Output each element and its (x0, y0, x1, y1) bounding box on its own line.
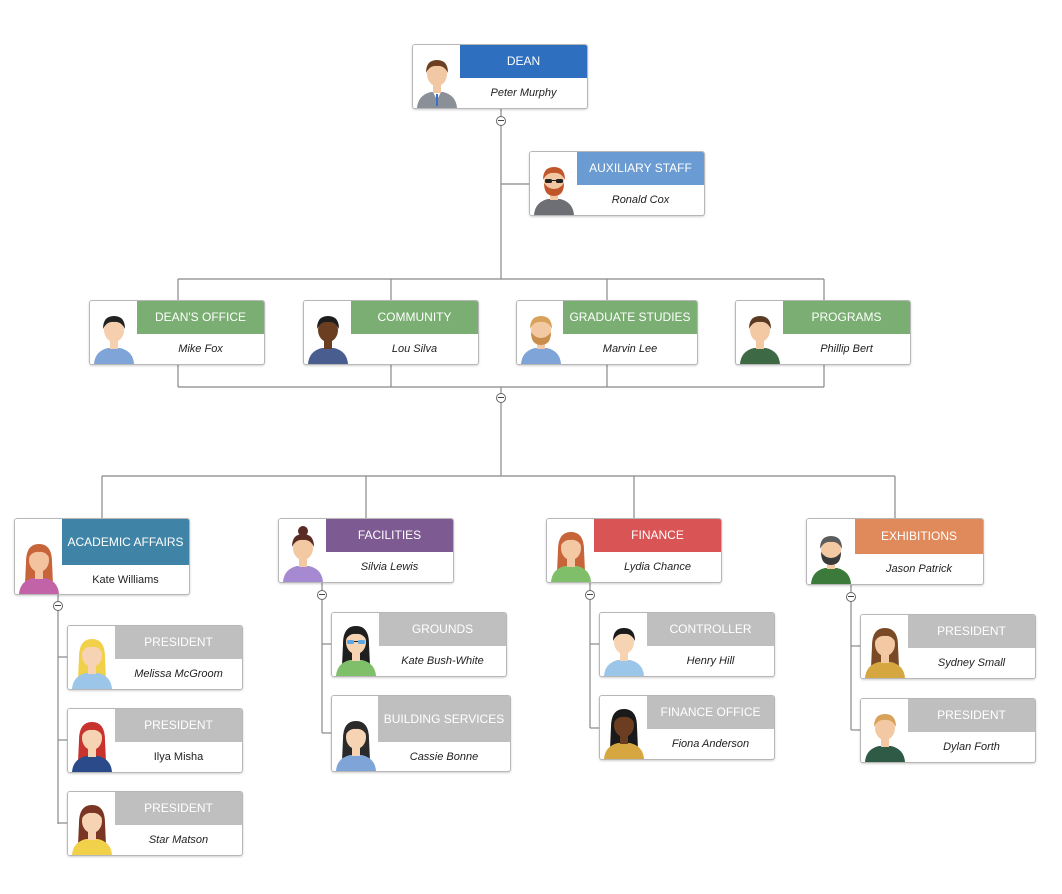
brunette-woman-icon (861, 615, 909, 678)
node-person-name: Sydney Small (937, 657, 1006, 669)
node-title: PRESIDENT (115, 792, 242, 825)
collapse-exhibitions-button[interactable] (846, 592, 856, 602)
node-finance[interactable]: FINANCE Lydia Chance (546, 518, 722, 583)
long-dark-hair-woman-icon (332, 696, 380, 771)
node-person-name: Henry Hill (686, 655, 735, 667)
node-exhibitions[interactable]: EXHIBITIONS Jason Patrick (806, 518, 984, 585)
node-president-2[interactable]: PRESIDENT Ilya Misha (67, 708, 243, 773)
grey-bearded-man-icon (807, 519, 855, 584)
node-title: FINANCE (594, 519, 721, 552)
node-title: COMMUNITY (351, 301, 478, 334)
node-title: FINANCE OFFICE (647, 696, 774, 729)
blond-man-icon (861, 699, 909, 762)
node-person-name: Silvia Lewis (360, 561, 419, 573)
node-person-name: Fiona Anderson (671, 738, 750, 750)
node-title: PRESIDENT (115, 626, 242, 659)
node-facilities[interactable]: FACILITIES Silvia Lewis (278, 518, 454, 583)
node-person-name: Cassie Bonne (409, 750, 479, 763)
node-person-name: Peter Murphy (490, 87, 557, 99)
node-finance-office[interactable]: FINANCE OFFICE Fiona Anderson (599, 695, 775, 760)
node-president-3[interactable]: PRESIDENT Star Matson (67, 791, 243, 856)
node-grounds[interactable]: GROUNDS Kate Bush-White (331, 612, 507, 677)
node-person-name: Lydia Chance (623, 561, 692, 573)
collapse-finance-button[interactable] (585, 590, 595, 600)
red-hair-woman-icon (68, 709, 116, 772)
node-title: PROGRAMS (783, 301, 910, 334)
node-title: GRADUATE STUDIES (563, 301, 697, 334)
node-title: PRESIDENT (908, 699, 1035, 732)
node-graduate-studies[interactable]: GRADUATE STUDIES Marvin Lee (516, 300, 698, 365)
collapse-offices-button[interactable] (496, 393, 506, 403)
node-person-name: Lou Silva (391, 343, 438, 355)
black-hair-woman-icon (600, 613, 648, 676)
auburn-hair-woman-icon (68, 792, 116, 855)
collapse-facilities-button[interactable] (317, 590, 327, 600)
node-person-name: Dylan Forth (943, 741, 1000, 753)
node-deans-office[interactable]: DEAN'S OFFICE Mike Fox (89, 300, 265, 365)
node-title: CONTROLLER (647, 613, 774, 646)
brown-hair-man-icon (736, 301, 784, 364)
node-building-services[interactable]: BUILDING SERVICES Cassie Bonne (331, 695, 511, 772)
dark-skin-man-icon (304, 301, 352, 364)
node-person-name: Kate Williams (92, 573, 159, 586)
node-community[interactable]: COMMUNITY Lou Silva (303, 300, 479, 365)
redhead-woman-icon (15, 519, 63, 594)
node-person-name: Melissa McGroom (134, 668, 223, 680)
dark-skin-woman-icon (600, 696, 648, 759)
collapse-academic-affairs-button[interactable] (53, 601, 63, 611)
node-person-name: Marvin Lee (602, 343, 658, 355)
node-title: BUILDING SERVICES (378, 696, 510, 742)
node-president-5[interactable]: PRESIDENT Dylan Forth (860, 698, 1036, 763)
node-person-name: Mike Fox (178, 343, 223, 355)
suit-man-icon (413, 45, 461, 108)
node-title: ACADEMIC AFFAIRS (62, 519, 189, 565)
node-president-4[interactable]: PRESIDENT Sydney Small (860, 614, 1036, 679)
node-title: AUXILIARY STAFF (577, 152, 704, 185)
glasses-woman-icon (332, 613, 380, 676)
long-red-hair-woman-icon (547, 519, 595, 582)
blond-bearded-man-icon (517, 301, 565, 364)
node-title: PRESIDENT (908, 615, 1035, 648)
node-person-name: Phillip Bert (820, 343, 873, 355)
node-programs[interactable]: PROGRAMS Phillip Bert (735, 300, 911, 365)
node-person-name: Kate Bush-White (401, 655, 484, 667)
node-title: EXHIBITIONS (855, 519, 983, 554)
node-person-name: Ronald Cox (611, 194, 670, 206)
node-title: DEAN (460, 45, 587, 78)
node-person-name: Ilya Misha (153, 751, 204, 763)
node-academic-affairs[interactable]: ACADEMIC AFFAIRS Kate Williams (14, 518, 190, 595)
node-dean[interactable]: DEAN Peter Murphy (412, 44, 588, 109)
dark-hair-man-icon (90, 301, 138, 364)
node-president-1[interactable]: PRESIDENT Melissa McGroom (67, 625, 243, 690)
collapse-dean-button[interactable] (496, 116, 506, 126)
node-title: DEAN'S OFFICE (137, 301, 264, 334)
bearded-sunglasses-man-icon (530, 152, 578, 215)
node-person-name: Star Matson (148, 834, 209, 846)
node-title: FACILITIES (326, 519, 453, 552)
blonde-woman-icon (68, 626, 116, 689)
node-person-name: Jason Patrick (885, 563, 953, 575)
node-auxiliary[interactable]: AUXILIARY STAFF Ronald Cox (529, 151, 705, 216)
bun-hair-woman-icon (279, 519, 327, 582)
node-title: PRESIDENT (115, 709, 242, 742)
node-title: GROUNDS (379, 613, 506, 646)
node-controller[interactable]: CONTROLLER Henry Hill (599, 612, 775, 677)
